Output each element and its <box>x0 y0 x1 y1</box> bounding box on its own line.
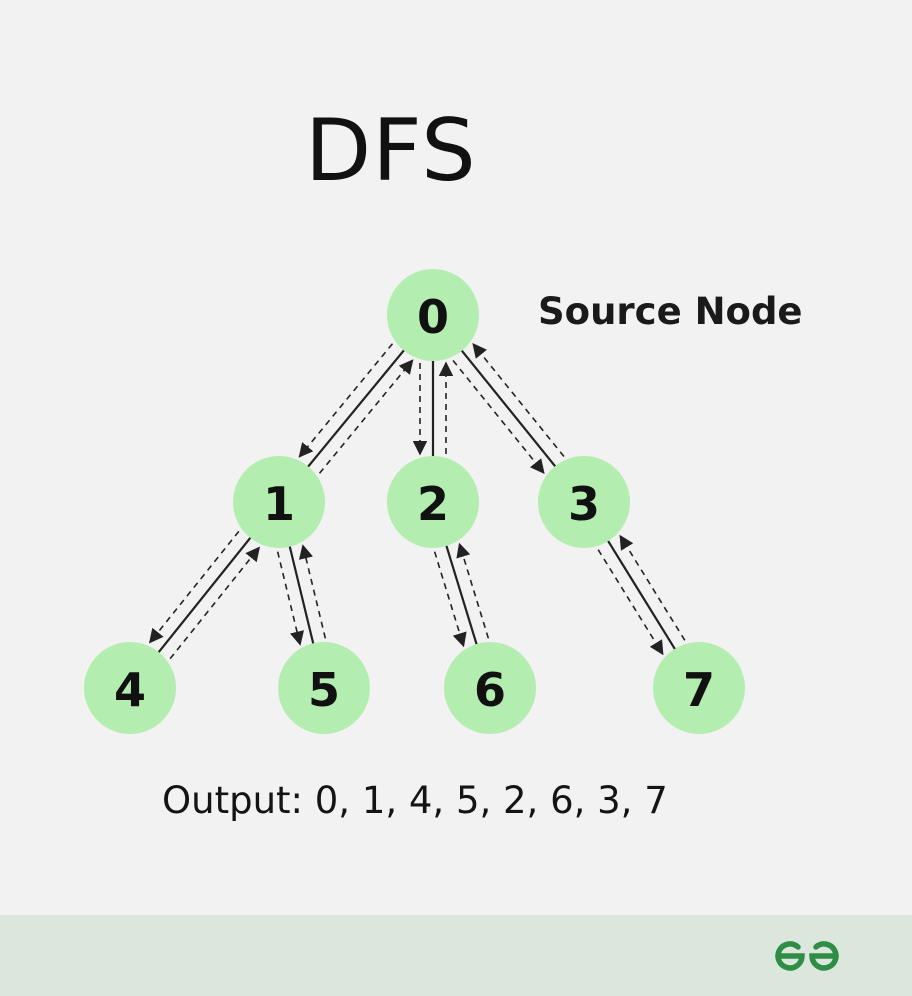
node-circle-0 <box>387 269 479 361</box>
visit-arrow-2-6 <box>433 551 467 648</box>
return-arrow-1-4 <box>169 546 261 660</box>
tree-edge-1-5 <box>287 542 316 648</box>
node-label-1: 1 <box>263 477 295 531</box>
visit-arrow-3-7 <box>597 549 664 656</box>
return-arrow-1-5 <box>298 544 327 639</box>
node-label-0: 0 <box>417 290 449 344</box>
footer-bar <box>0 915 912 996</box>
return-arrow-3-7 <box>619 534 686 641</box>
node-1: 1 <box>233 456 325 548</box>
source-node-label: Source Node <box>538 290 803 333</box>
visit-arrow-1-4 <box>148 530 240 644</box>
tree-edge-0-1 <box>304 346 408 471</box>
node-circle-7 <box>653 642 745 734</box>
return-arrow-2-6 <box>456 542 490 639</box>
visit-arrow-1-5 <box>276 551 305 646</box>
node-circle-1 <box>233 456 325 548</box>
visit-arrow-0-3 <box>452 360 545 474</box>
node-circle-3 <box>538 456 630 548</box>
node-6: 6 <box>444 642 536 734</box>
tree-edge-1-4 <box>155 534 254 656</box>
node-label-3: 3 <box>568 477 600 531</box>
tree-edge-3-7 <box>605 537 678 653</box>
node-7: 7 <box>653 642 745 734</box>
node-label-2: 2 <box>417 477 449 531</box>
diagram-title: DFS <box>305 101 477 201</box>
node-label-7: 7 <box>683 663 715 717</box>
node-5: 5 <box>278 642 370 734</box>
node-0: 0 <box>387 269 479 361</box>
node-circle-6 <box>444 642 536 734</box>
return-arrow-0-1 <box>318 359 414 474</box>
return-arrow-0-3 <box>472 343 565 457</box>
node-2: 2 <box>387 456 479 548</box>
node-label-6: 6 <box>474 663 506 717</box>
tree-edge-2-6 <box>444 541 479 649</box>
node-circle-2 <box>387 456 479 548</box>
node-3: 3 <box>538 456 630 548</box>
tree-edge-0-3 <box>458 346 559 471</box>
node-label-4: 4 <box>114 663 146 717</box>
visit-arrow-0-1 <box>298 343 394 458</box>
node-circle-4 <box>84 642 176 734</box>
node-label-5: 5 <box>308 663 340 717</box>
output-sequence: Output: 0, 1, 4, 5, 2, 6, 3, 7 <box>162 779 668 822</box>
node-circle-5 <box>278 642 370 734</box>
node-4: 4 <box>84 642 176 734</box>
gfg-logo-icon <box>775 941 839 971</box>
